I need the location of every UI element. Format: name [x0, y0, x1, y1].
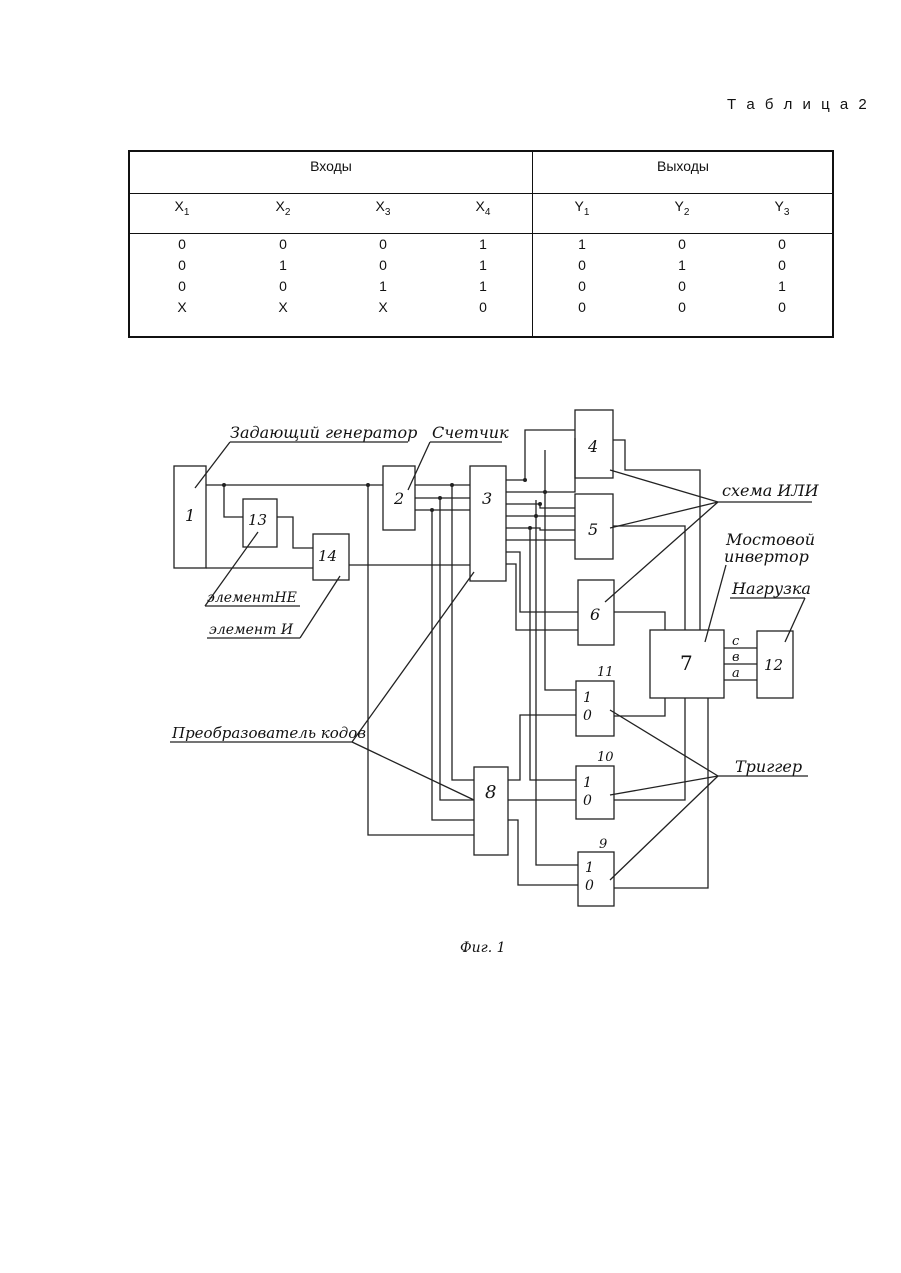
column-header: X1: [152, 198, 212, 218]
block-6-number: 6: [590, 605, 600, 624]
block-12-number: 12: [764, 656, 783, 674]
block-13-number: 13: [248, 511, 267, 529]
table-cell: 0: [652, 299, 712, 315]
table-divider-header: [130, 233, 832, 234]
column-header: Y3: [752, 198, 812, 218]
block-7-number: 7: [680, 651, 693, 675]
table-cell: 0: [552, 299, 612, 315]
table-cell: 0: [752, 257, 812, 273]
block-5-number: 5: [588, 520, 598, 539]
table-divider-vertical: [532, 152, 533, 336]
table-divider-group: [130, 193, 832, 194]
trigger-10-input-1: 1: [583, 775, 592, 791]
label-code-converter: Преобразователь кодов: [171, 724, 366, 742]
output-c-label: c: [732, 634, 740, 649]
trigger-9-input-1: 1: [585, 860, 594, 876]
table-cell: 0: [752, 236, 812, 252]
block-8-number: 8: [485, 782, 496, 803]
block-10-number: 10: [597, 750, 614, 765]
table-cell: X: [152, 299, 212, 315]
table-cell: 0: [453, 299, 513, 315]
table-cell: 1: [752, 278, 812, 294]
table-cell: 0: [152, 278, 212, 294]
block-4-number: 4: [587, 437, 598, 456]
block-diagram: Задающий генератор Счетчик схема ИЛИ Мос…: [0, 380, 901, 980]
label-and-element: элемент И: [209, 622, 294, 638]
label-load: Нагрузка: [731, 579, 811, 598]
block-9-number: 9: [599, 837, 607, 852]
figure-caption: Фиг. 1: [460, 940, 506, 956]
table-cell: 0: [552, 278, 612, 294]
table-cell: 0: [353, 257, 413, 273]
table-caption: Т а б л и ц а 2: [727, 96, 870, 113]
trigger-11-input-0: 0: [583, 708, 592, 724]
block-14-number: 14: [318, 547, 337, 565]
table-cell: 1: [652, 257, 712, 273]
table-cell: 0: [552, 257, 612, 273]
truth-table: Входы Выходы X1X2X3X4Y1Y2Y3 000110001010…: [128, 150, 834, 338]
block-10-trigger: [576, 766, 614, 819]
table-cell: 1: [453, 257, 513, 273]
table-cell: X: [253, 299, 313, 315]
table-cell: 0: [152, 257, 212, 273]
block-11-number: 11: [597, 665, 614, 680]
output-a-label: a: [732, 666, 740, 681]
column-header: X3: [353, 198, 413, 218]
table-cell: 1: [253, 257, 313, 273]
table-cell: 0: [752, 299, 812, 315]
column-header: X4: [453, 198, 513, 218]
trigger-10-input-0: 0: [583, 793, 592, 809]
label-or-scheme: схема ИЛИ: [722, 481, 820, 500]
block-9-trigger: [578, 852, 614, 906]
table-cell: 0: [652, 236, 712, 252]
table-cell: 0: [253, 278, 313, 294]
table-cell: 0: [652, 278, 712, 294]
outputs-group-header: Выходы: [532, 158, 834, 174]
table-cell: 1: [453, 236, 513, 252]
inputs-group-header: Входы: [130, 158, 532, 174]
block-11-trigger: [576, 681, 614, 736]
label-generator: Задающий генератор: [230, 423, 417, 442]
trigger-9-input-0: 0: [585, 878, 594, 894]
table-cell: 1: [453, 278, 513, 294]
block-2-number: 2: [393, 489, 404, 508]
block-1-number: 1: [185, 506, 195, 525]
label-not-element: элементНЕ: [207, 590, 297, 606]
block-8-converter: [474, 767, 508, 855]
label-counter: Счетчик: [432, 423, 509, 442]
column-header: X2: [253, 198, 313, 218]
trigger-11-input-1: 1: [583, 690, 592, 706]
block-3-number: 3: [482, 489, 492, 508]
block-3-converter: [470, 466, 506, 581]
table-cell: 0: [353, 236, 413, 252]
table-cell: 1: [552, 236, 612, 252]
label-trigger: Триггер: [735, 757, 802, 776]
table-cell: X: [353, 299, 413, 315]
table-cell: 1: [353, 278, 413, 294]
output-b-label: в: [732, 650, 740, 665]
table-cell: 0: [152, 236, 212, 252]
label-bridge-inverter-2: инвертор: [724, 547, 809, 566]
table-cell: 0: [253, 236, 313, 252]
column-header: Y1: [552, 198, 612, 218]
column-header: Y2: [652, 198, 712, 218]
